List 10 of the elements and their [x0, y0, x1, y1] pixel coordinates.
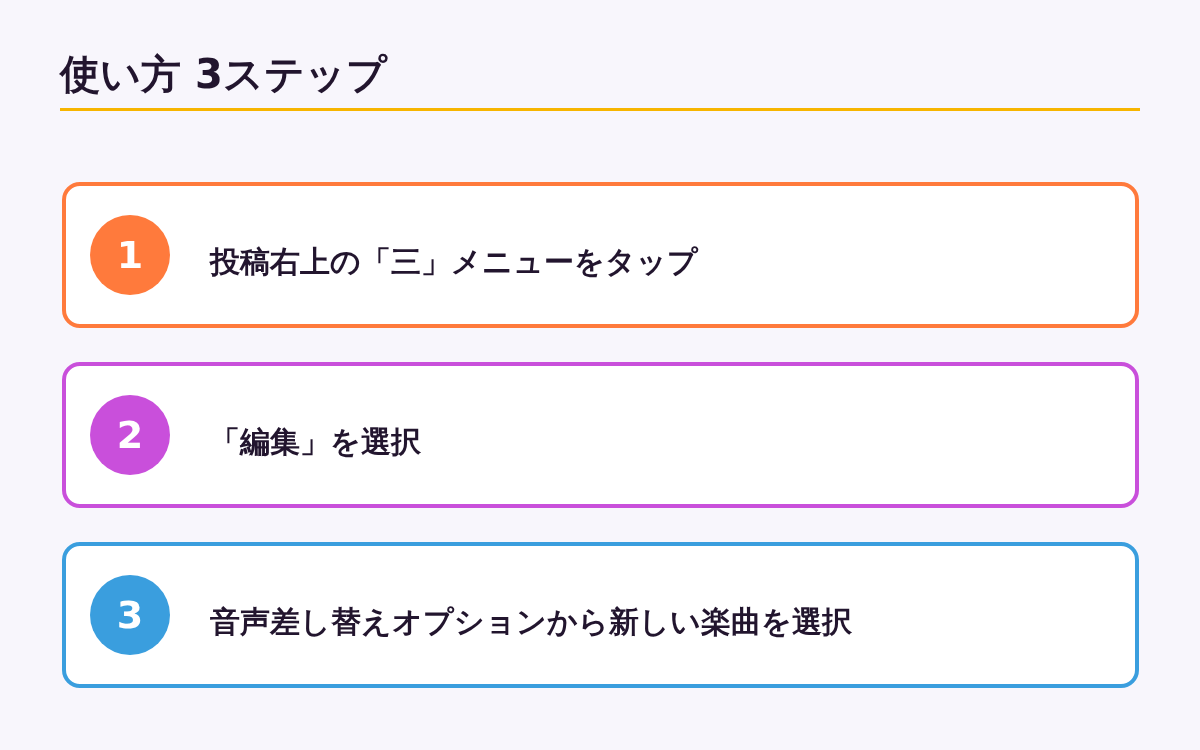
- step-text: 音声差し替えオプションから新しい楽曲を選択: [210, 603, 852, 641]
- title: 使い方 3ステップ: [60, 50, 387, 99]
- step-card: [62, 362, 1139, 508]
- step-text: 「編集」を選択: [210, 423, 421, 461]
- number-circle: 1: [90, 215, 170, 295]
- number-circle: 2: [90, 395, 170, 475]
- step-text: 投稿右上の「三」メニューをタップ: [210, 243, 698, 281]
- step-card: [62, 182, 1139, 328]
- number-circle: 3: [90, 575, 170, 655]
- step-card: [62, 542, 1139, 688]
